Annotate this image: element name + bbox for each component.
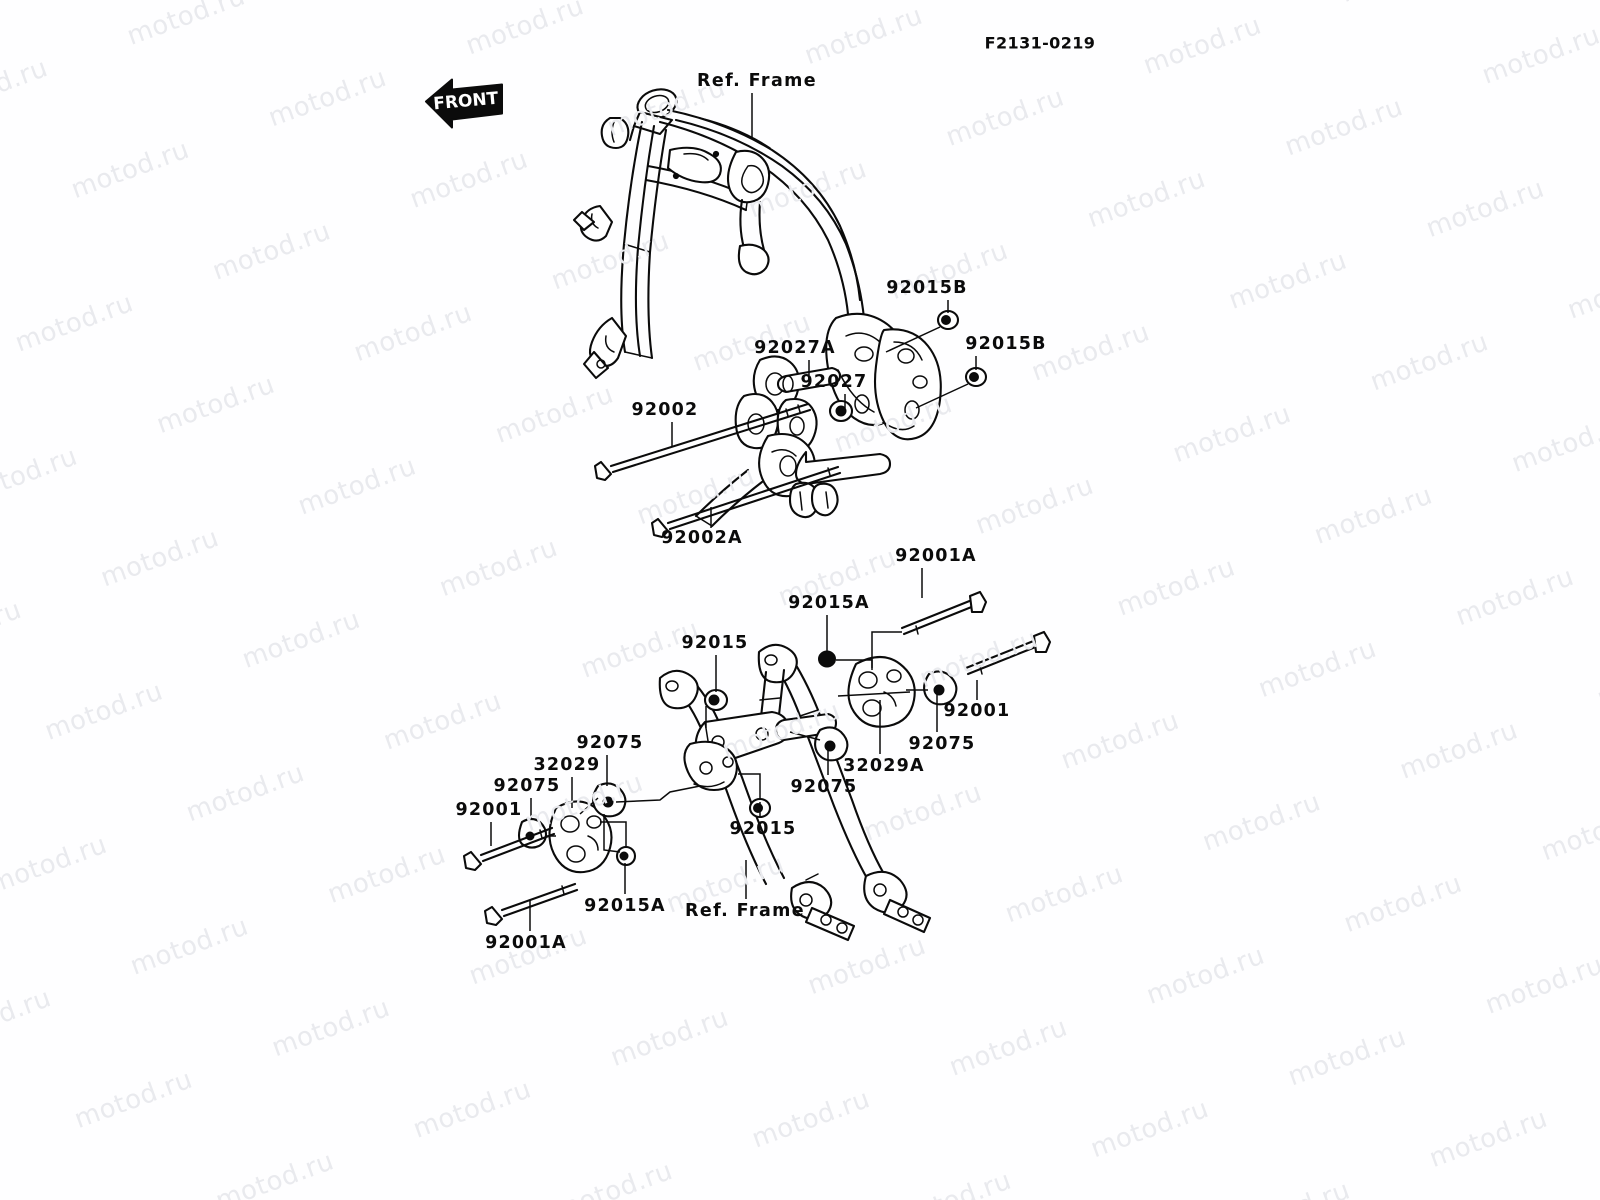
front-direction-badge: FRONT: [418, 74, 510, 135]
rail-end-tabs: [790, 870, 932, 942]
callout-92015a: 92015A: [788, 593, 870, 613]
engine-mount-plates: [694, 312, 942, 528]
callout-ref-frame: Ref. Frame: [696, 71, 818, 91]
mid-bracket: [726, 149, 771, 276]
callout-ref-frame: Ref. Frame: [684, 901, 806, 921]
bolt-92001-right: [964, 630, 1052, 676]
bolt-92002a: [650, 465, 842, 539]
callout-92001a: 92001A: [895, 546, 977, 566]
callout-92027: 92027: [800, 372, 868, 392]
nut-92015b-2: [964, 366, 988, 388]
bracket-32029a: [847, 655, 916, 728]
callout-92001a: 92001A: [485, 933, 567, 953]
callout-92015b: 92015B: [965, 334, 1047, 354]
diagram-code: F2131-0219: [984, 33, 1096, 53]
callout-92015: 92015: [681, 633, 749, 653]
callout-32029a: 32029A: [843, 756, 925, 776]
collar-92027a: [776, 366, 842, 394]
callout-leader-lines: [490, 93, 978, 931]
bolt-92002: [593, 402, 812, 482]
bolt-92001a-left: [483, 882, 579, 927]
callout-92002: 92002: [631, 400, 699, 420]
collar-92075-right: [814, 726, 849, 762]
bolt-92001-left: [462, 826, 556, 872]
collar-92075-mid: [592, 782, 627, 818]
callout-92015a: 92015A: [584, 896, 666, 916]
callout-92075: 92075: [908, 734, 976, 754]
callout-92001: 92001: [455, 800, 523, 820]
callout-92075: 92075: [576, 733, 644, 753]
head-tube: [600, 88, 678, 150]
callout-92075: 92075: [493, 776, 561, 796]
collar-92027: [828, 399, 854, 423]
nut-92015a-left: [615, 845, 637, 867]
callout-92001: 92001: [943, 701, 1011, 721]
upper-frame-assembly: [572, 88, 988, 539]
callout-92075: 92075: [790, 777, 858, 797]
callout-32029: 32029: [533, 755, 601, 775]
assembly-connector-lines: [546, 631, 928, 853]
callout-92027a: 92027A: [754, 338, 836, 358]
frame-downtubes: [572, 120, 668, 380]
nut-92015-upper: [703, 688, 729, 712]
lower-center-plate: [683, 710, 838, 792]
callout-92002a: 92002A: [661, 528, 743, 548]
collar-92075-far: [923, 670, 958, 706]
frame-top-rails: [658, 108, 866, 320]
bolt-92001a-right: [900, 590, 988, 636]
callout-92015: 92015: [729, 819, 797, 839]
callout-92015b: 92015B: [886, 278, 968, 298]
